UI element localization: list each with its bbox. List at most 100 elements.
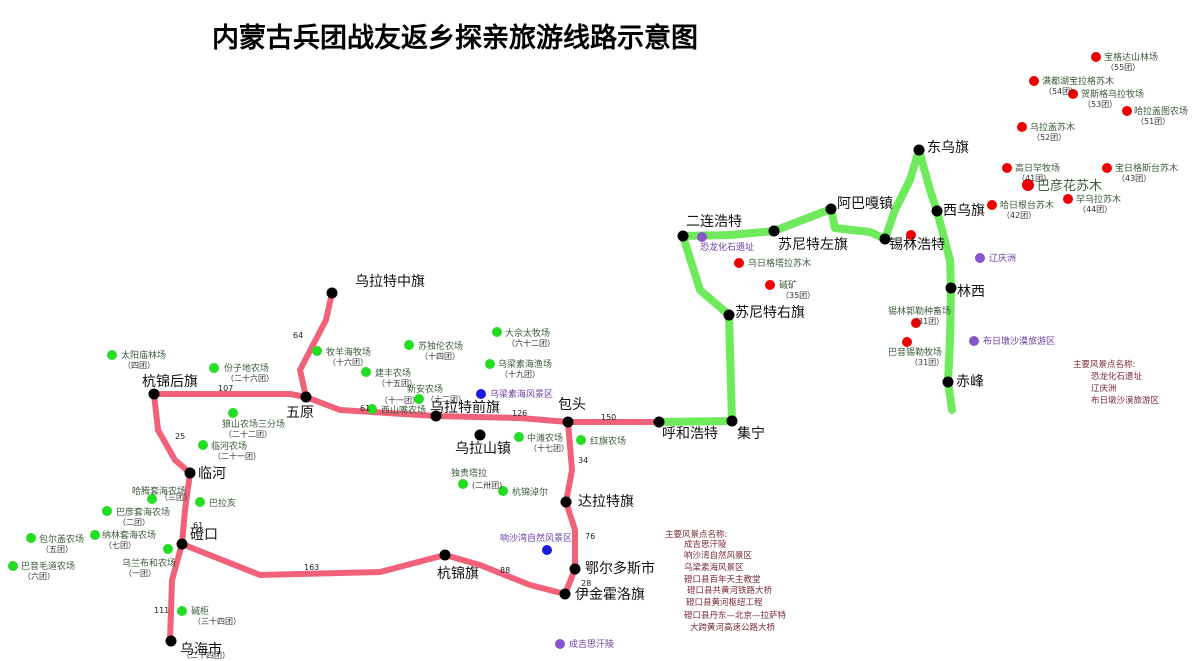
farm-label: 西山嘴农场 xyxy=(381,404,426,416)
legend-west-item: 成吉思汗陵 xyxy=(684,539,727,550)
city-marker xyxy=(653,416,665,428)
farm-unit-label: （十二团） xyxy=(426,394,466,404)
farm-label: 建丰农场 xyxy=(375,367,411,379)
city-marker xyxy=(726,415,738,427)
red-route xyxy=(151,391,662,425)
scenic-marker xyxy=(969,336,979,346)
distance-label: 111 xyxy=(154,606,169,615)
farm-unit-label: （二十六团） xyxy=(226,373,274,383)
city-label: 鄂尔多斯市 xyxy=(585,560,655,577)
red-site-unit-label: （42团） xyxy=(1002,211,1036,220)
scenic-marker xyxy=(542,545,552,555)
city-marker xyxy=(768,225,780,237)
red-site-unit-label: （43团） xyxy=(1117,174,1151,183)
farm-unit-label: （五团） xyxy=(41,545,73,554)
red-site-marker xyxy=(765,280,775,290)
farm-label: 太阳庙林场 xyxy=(121,349,166,361)
city-marker xyxy=(825,203,837,215)
green-route xyxy=(655,146,956,426)
distance-label: 25 xyxy=(175,432,185,441)
legend-west-item: 响沙湾自然风景区 xyxy=(684,550,753,561)
red-site-marker xyxy=(1022,179,1034,191)
farm-unit-label: （十一团） xyxy=(380,395,420,405)
red-site-marker xyxy=(734,258,744,268)
city-marker xyxy=(569,563,581,575)
farm-unit-label: （二十二团） xyxy=(224,429,272,439)
farm-label: 杭锦淖尔 xyxy=(512,486,548,498)
red-site-marker xyxy=(1122,106,1132,116)
farm-marker xyxy=(458,479,468,489)
red-site-label: 贺斯格乌拉牧场 xyxy=(1081,88,1144,100)
red-site-marker xyxy=(1102,163,1112,173)
farm-label: 包尔盖农场 xyxy=(39,533,84,545)
red-site-label: 哈拉盖图农场 xyxy=(1134,105,1188,117)
scenic-label: 辽庆洲 xyxy=(989,252,1016,264)
red-site-marker xyxy=(906,230,916,240)
legend-west-item: 磴口县丹东—北京—拉萨特 xyxy=(684,610,787,621)
red-site-unit-label: （31团） xyxy=(910,358,944,367)
red-site-unit-label: （55团） xyxy=(1106,63,1140,72)
city-label: 二连浩特 xyxy=(686,214,742,230)
farm-unit-label: （七团） xyxy=(104,541,136,550)
red-site-marker xyxy=(1063,194,1073,204)
distance-label: 107 xyxy=(218,384,233,393)
legend-west-item: 磴口县共黄河铁路大桥 xyxy=(687,585,773,596)
red-route xyxy=(297,290,335,400)
farm-label: 牧羊海牧场 xyxy=(326,346,371,358)
red-site-marker xyxy=(1017,122,1027,132)
city-marker xyxy=(176,538,188,550)
farm-marker xyxy=(414,394,424,404)
legend-east-item: 辽庆洲 xyxy=(1091,383,1117,394)
farm-label: 碱柜 xyxy=(191,605,209,617)
city-label: 西乌旗 xyxy=(943,203,985,219)
red-site-marker xyxy=(987,200,997,210)
farm-marker xyxy=(228,408,238,418)
city-marker xyxy=(165,635,177,647)
city-label: 呼和浩特 xyxy=(662,426,718,442)
city-marker xyxy=(326,287,338,299)
city-marker xyxy=(723,309,735,321)
farm-unit-label: （三十四团） xyxy=(193,616,241,626)
city-label: 苏尼特左旗 xyxy=(778,237,848,253)
red-site-marker xyxy=(902,337,912,347)
scenic-marker xyxy=(697,232,707,242)
farm-marker xyxy=(209,363,219,373)
city-label: 乌海市 xyxy=(180,641,222,658)
red-site-label: 乌日格塔拉苏木 xyxy=(748,257,811,269)
red-site-label: 哈日根台苏木 xyxy=(1000,199,1054,211)
legend-east-heading: 主要风景点名称: xyxy=(1073,359,1135,370)
city-marker xyxy=(148,388,160,400)
red-site-unit-label: （31团） xyxy=(910,317,944,326)
farm-label: 巴音毛道农场 xyxy=(21,560,75,572)
city-marker xyxy=(931,205,943,217)
city-sub-label: （二十四团） xyxy=(182,650,230,660)
farm-marker xyxy=(198,440,208,450)
farm-unit-label: （十七团） xyxy=(529,443,569,453)
red-site-marker xyxy=(1068,89,1078,99)
legend-west-heading: 主要风景点名称: xyxy=(665,529,727,540)
city-label: 包头 xyxy=(558,397,586,413)
farm-unit-label: （三团） xyxy=(160,493,192,502)
farm-unit-label: （十九团） xyxy=(500,369,540,379)
legend-west-item: 大跨黄河高速公路大桥 xyxy=(690,622,776,633)
farm-marker xyxy=(107,350,117,360)
city-marker xyxy=(439,549,451,561)
farm-unit-label: （六团） xyxy=(23,571,55,581)
farm-unit-label: （四团） xyxy=(123,361,155,370)
farm-unit-label: （十四团） xyxy=(420,351,460,361)
city-label: 赤峰 xyxy=(956,374,984,390)
farm-marker xyxy=(498,486,508,496)
legend-west-item: 乌梁素海风景区 xyxy=(684,562,744,573)
city-label: 乌拉特前旗 xyxy=(430,399,500,416)
city-label: 达拉特旗 xyxy=(578,494,634,510)
city-label: 乌拉山镇 xyxy=(455,441,511,457)
farm-marker xyxy=(492,327,502,337)
legend-east-item: 布日墩沙漠旅游区 xyxy=(1091,395,1160,406)
farm-label: 份子地农场 xyxy=(224,362,269,374)
labels: 乌拉特中旗五原杭锦后旗临河磴口乌海市乌拉特前旗乌拉山镇包头达拉特旗鄂尔多斯市伊金… xyxy=(21,51,1188,660)
red-site-unit-label: （41团） xyxy=(1017,174,1051,183)
city-label: 东乌旗 xyxy=(927,140,969,156)
scenic-label: 成吉思汗陵 xyxy=(569,638,614,650)
farm-marker xyxy=(404,340,414,350)
